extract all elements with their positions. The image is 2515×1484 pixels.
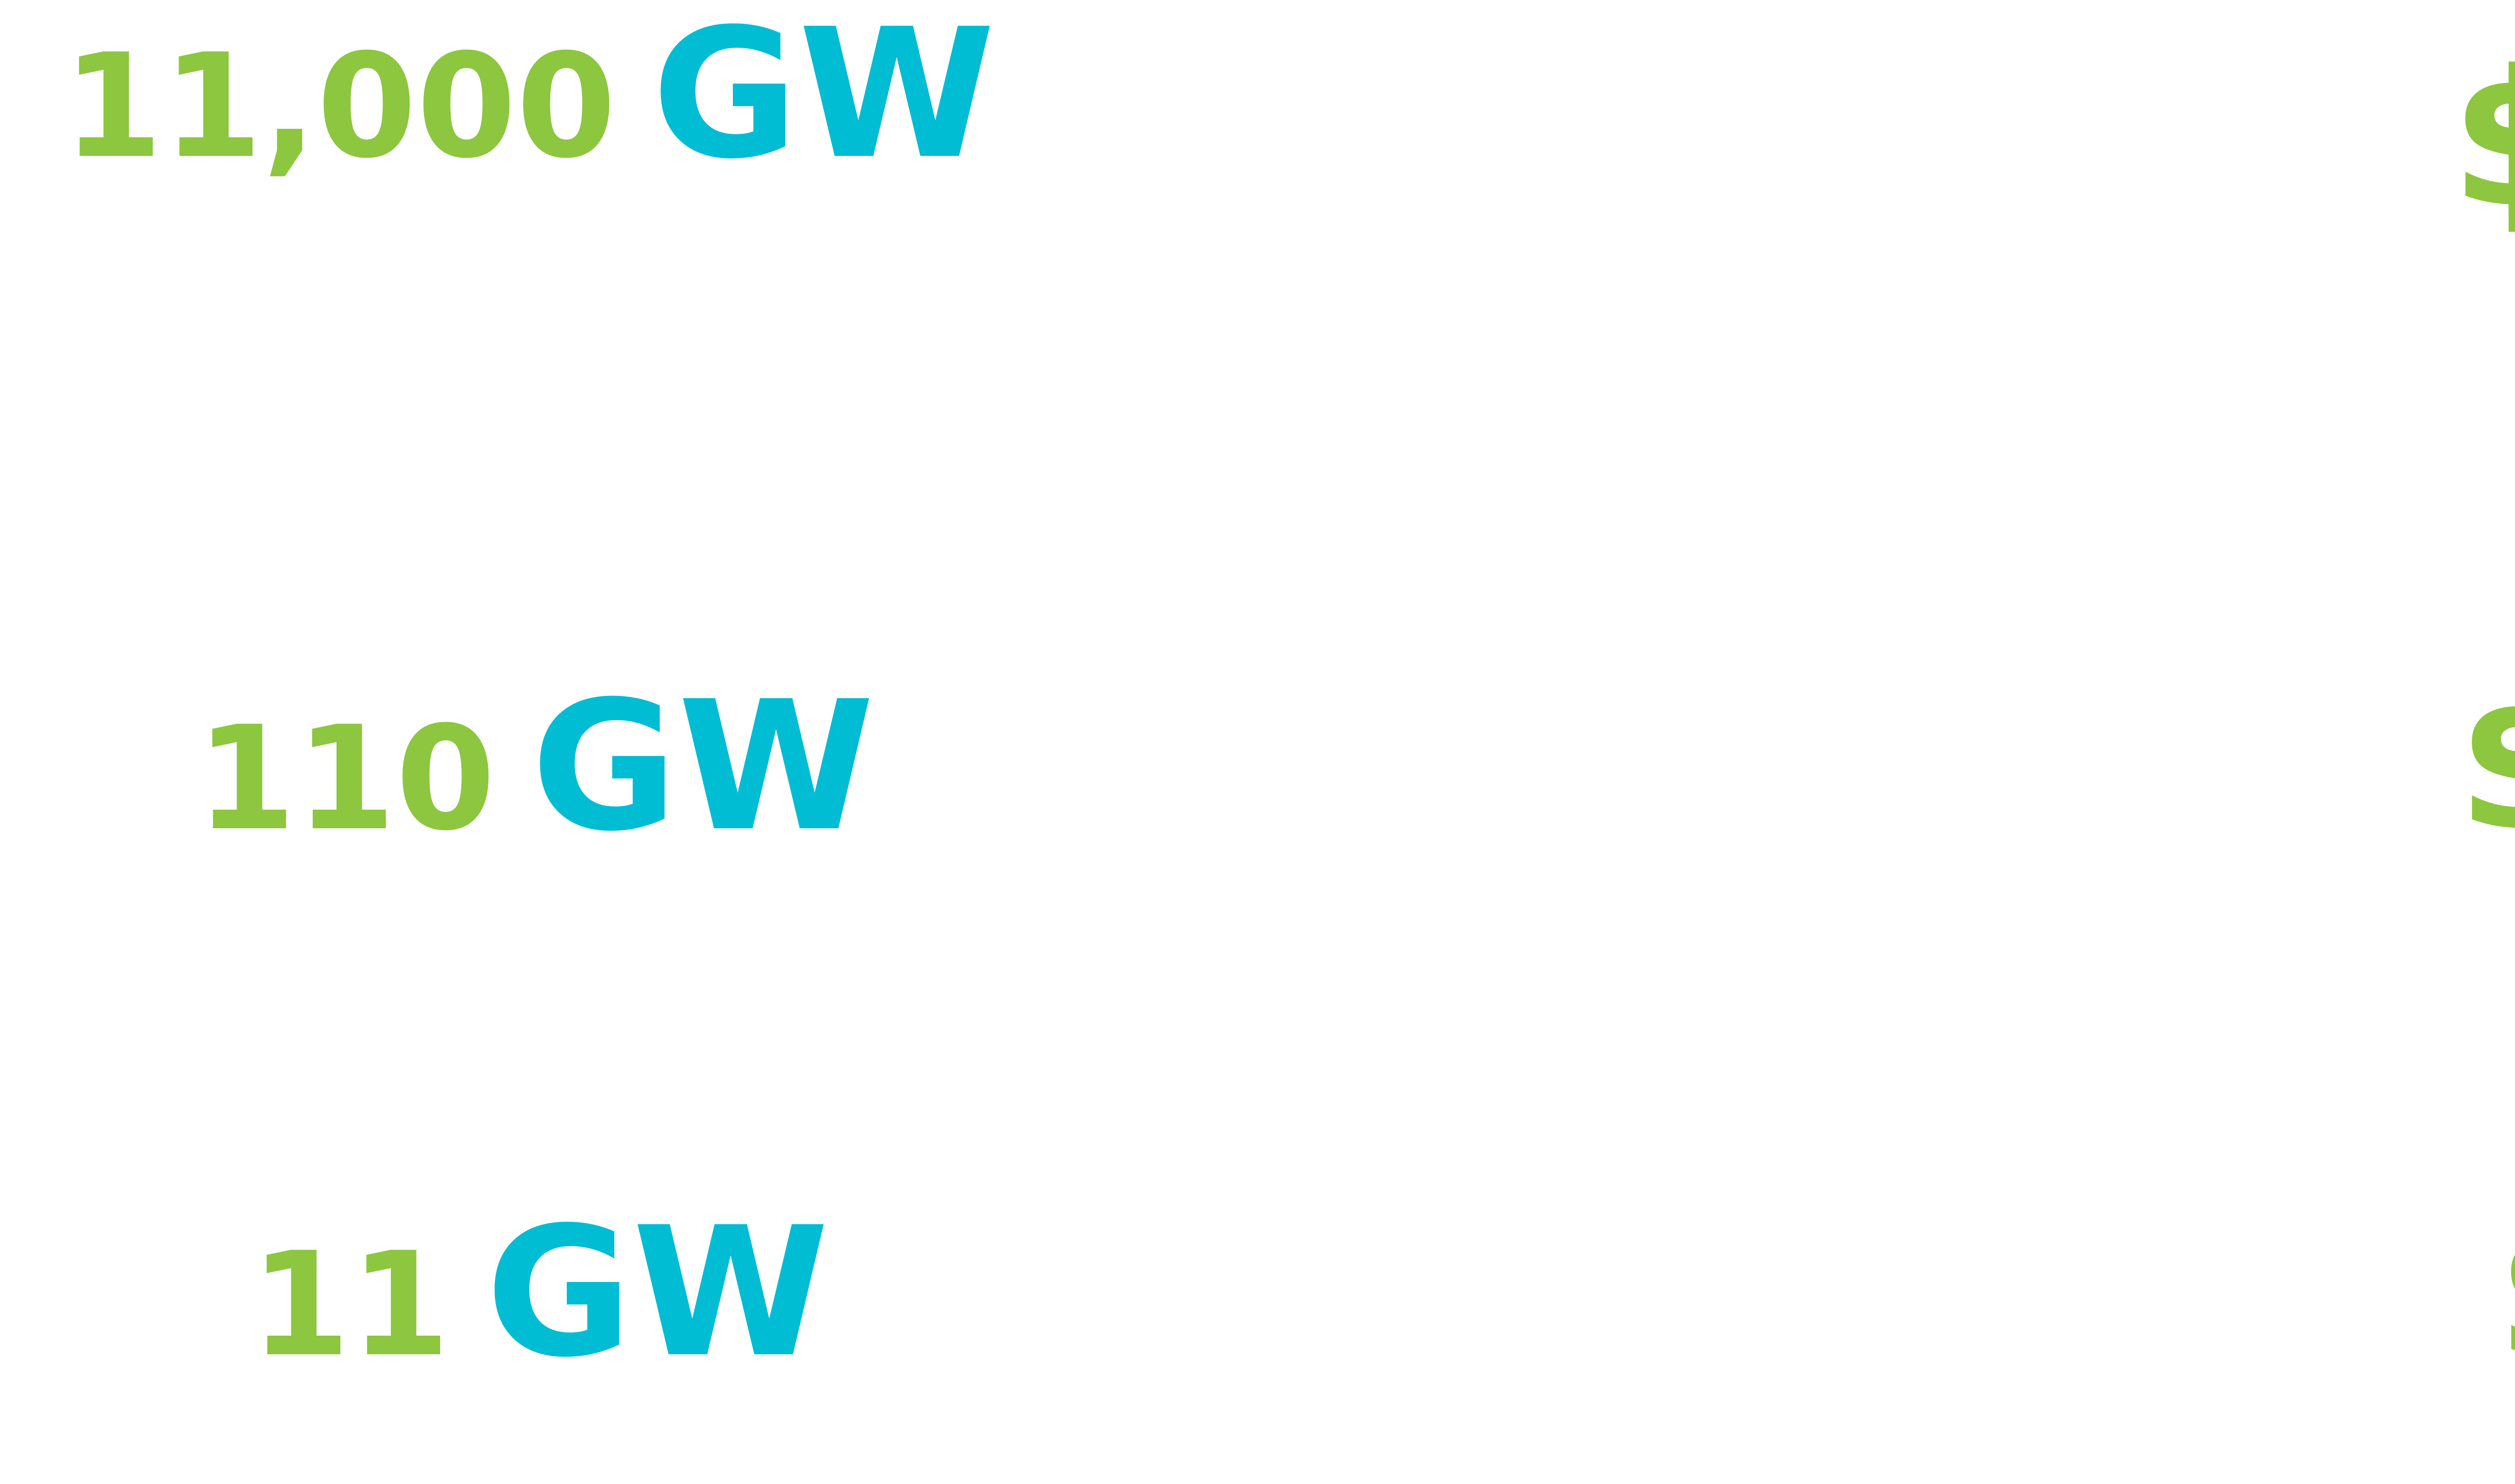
stat-cost-row3: $11Billion — [2496, 1199, 2515, 1386]
stat-unit: GW — [485, 1188, 829, 1396]
stat-value-group: $11 — [2496, 1199, 2515, 1391]
stat-value-group: $1.1 — [2451, 46, 2515, 238]
dollar-sign: $ — [2451, 30, 2515, 249]
stat-value: 11 — [250, 1221, 450, 1388]
stat-cost-row2: $110Billion — [2457, 669, 2515, 857]
stat-cost-row1: $1.1Trillion — [2451, 46, 2515, 233]
stat-value: 110 — [196, 695, 495, 862]
stat-value: 11,000 — [63, 23, 616, 190]
dollar-sign: $ — [2496, 1183, 2515, 1402]
stat-unit: GW — [651, 0, 995, 198]
dollar-sign: $ — [2457, 654, 2515, 872]
stat-unit: GW — [531, 662, 875, 870]
stat-value-group: $110 — [2457, 669, 2515, 862]
